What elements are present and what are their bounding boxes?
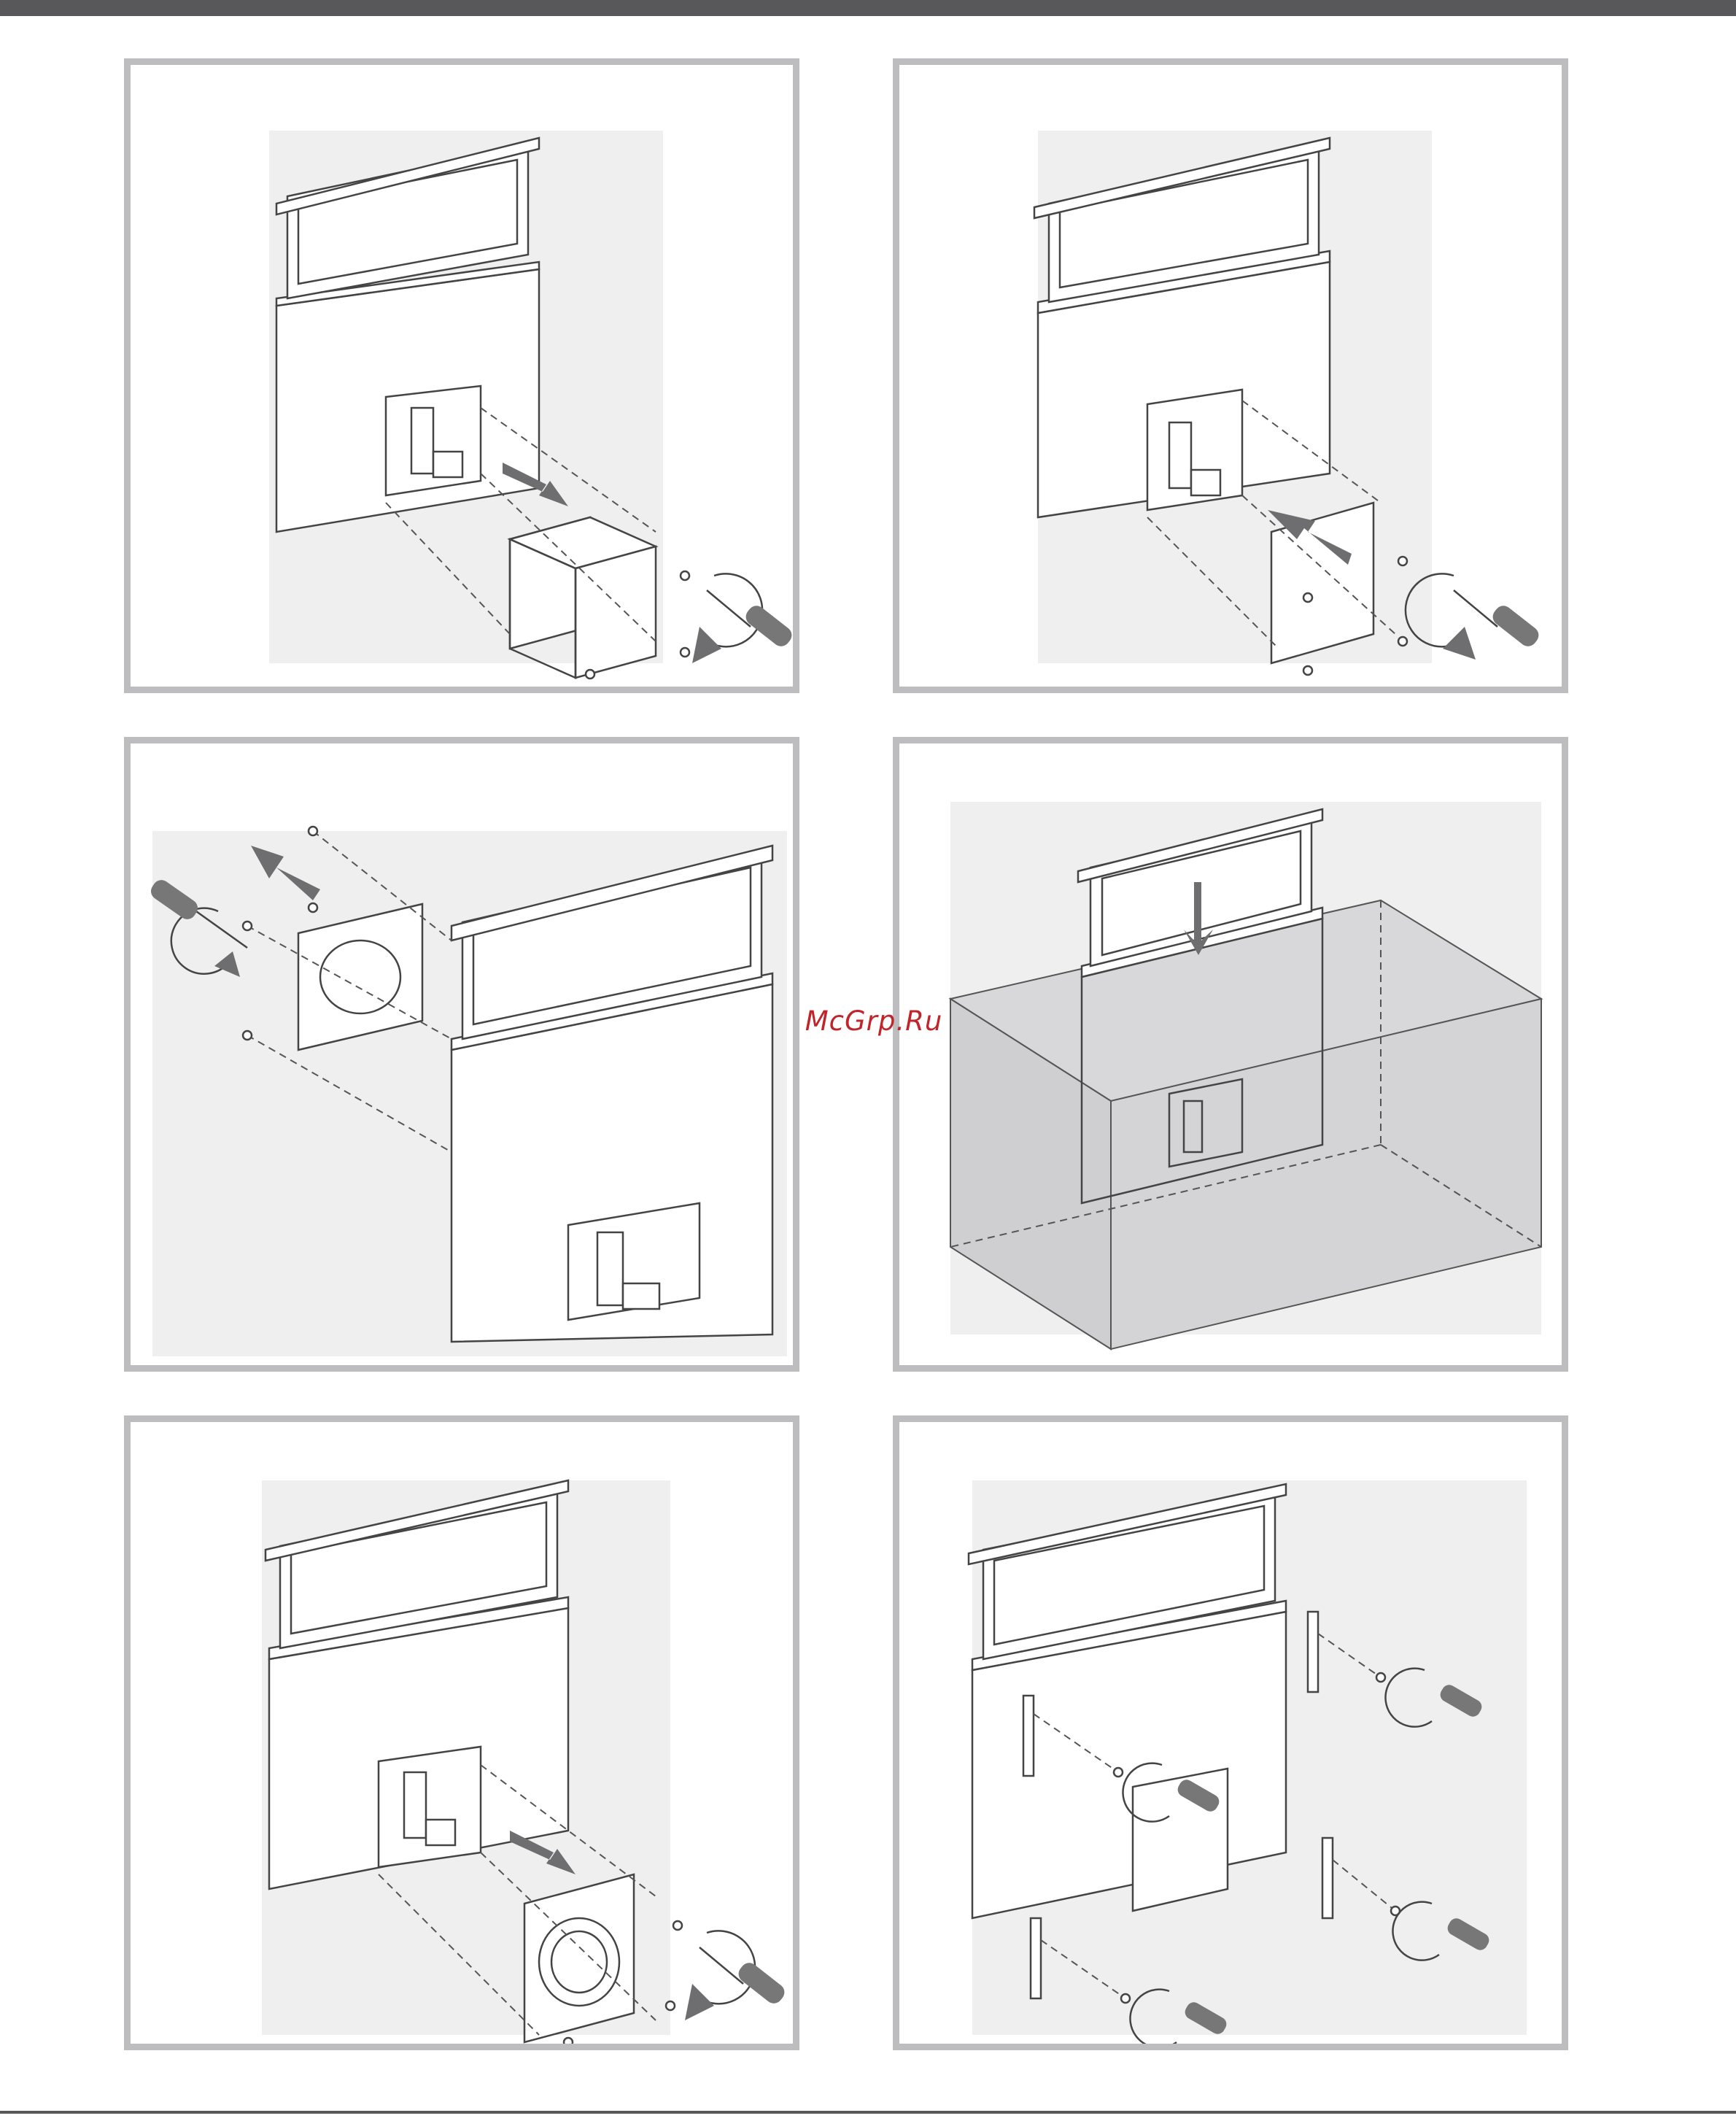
figure-remove-motor-box	[124, 58, 799, 693]
screwdriver-icon	[692, 573, 793, 663]
figure-fix-brackets	[893, 1415, 1568, 2050]
figure-remove-duct-plate	[124, 737, 799, 1372]
figure-attach-cover-plate	[893, 58, 1568, 693]
insert-in-cabinet-illustration	[899, 743, 1562, 1365]
downdraft-hood	[969, 1484, 1286, 1918]
header-bar	[0, 0, 1736, 16]
motor-compartment	[1147, 390, 1242, 510]
round-outlet-plate	[524, 1874, 634, 2042]
fit-round-outlet-illustration	[131, 1422, 793, 2044]
screwdriver-icon	[685, 1931, 788, 2020]
figure-fit-round-outlet	[124, 1415, 799, 2050]
motor-compartment	[386, 386, 481, 495]
remove-motor-box-illustration	[131, 65, 793, 687]
footer-rule	[0, 2111, 1736, 2114]
fix-brackets-illustration	[899, 1422, 1562, 2044]
watermark-text: McGrp.Ru	[799, 1005, 948, 1037]
attach-cover-plate-illustration	[899, 65, 1562, 687]
remove-duct-plate-illustration	[131, 743, 793, 1365]
motor-compartment	[379, 1747, 481, 1867]
figure-insert-in-cabinet	[893, 737, 1568, 1372]
